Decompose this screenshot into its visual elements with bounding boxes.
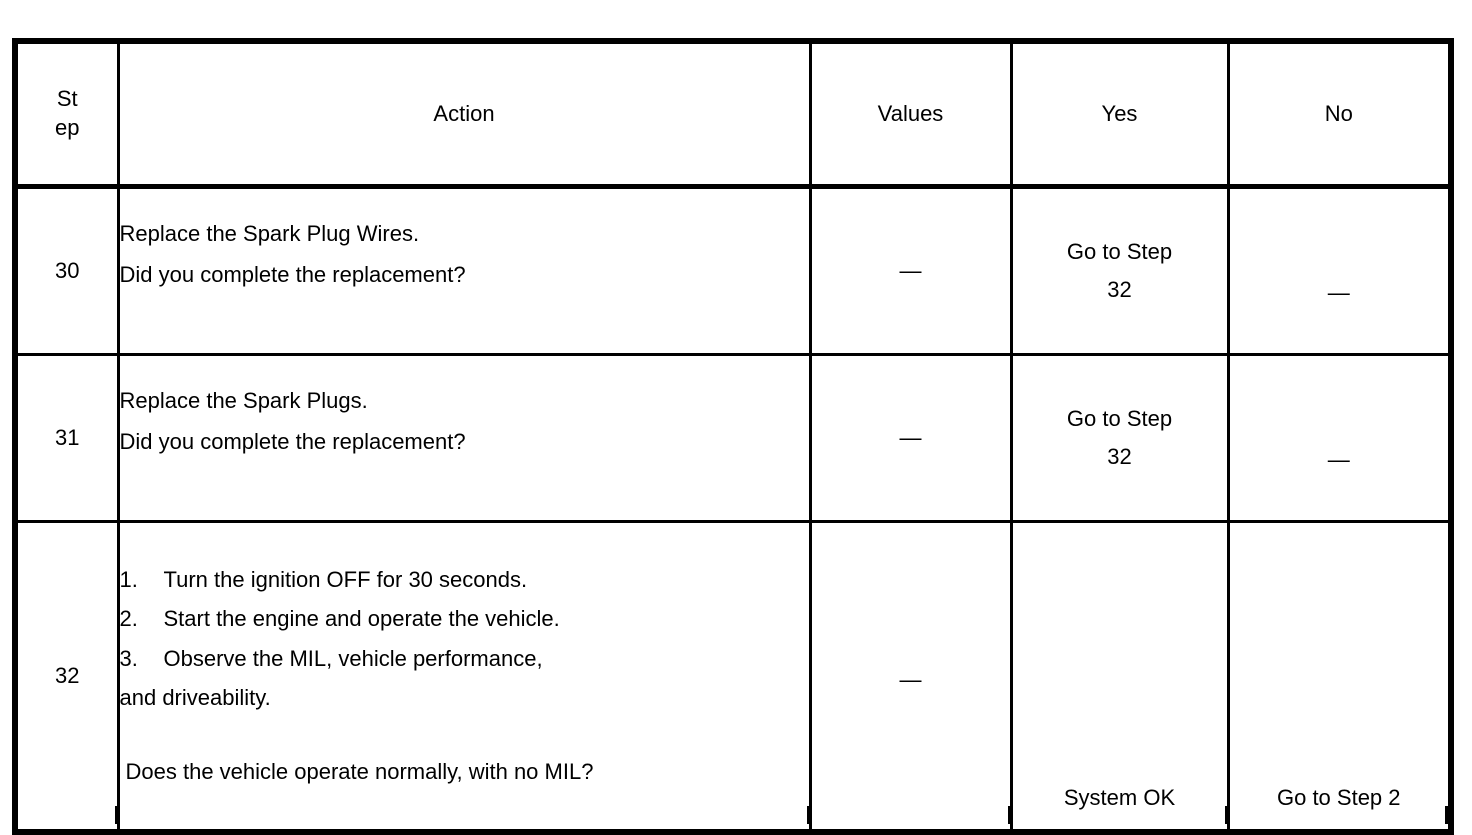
- list-item: 1. Turn the ignition OFF for 30 seconds.: [120, 566, 809, 595]
- column-header-step-line1: St: [56, 86, 78, 112]
- action-continuation-line: and driveability.: [119, 685, 271, 711]
- action-line: Replace the Spark Plug Wires.: [119, 221, 420, 247]
- step-number-cell: 31: [12, 353, 120, 523]
- column-header-action: Action: [116, 38, 812, 189]
- list-item-number: 2.: [119, 606, 138, 632]
- action-cell: 1.Turn the ignition OFF for 30 seconds. …: [116, 520, 812, 835]
- yes-cell: System OK: [1009, 520, 1230, 835]
- no-dash: —: [1327, 446, 1350, 472]
- yes-text-block: Go to Step 32: [1013, 233, 1227, 309]
- no-cell: —: [1226, 353, 1454, 523]
- numbered-instruction-list: 1.Turn the ignition OFF for 30 seconds. …: [120, 566, 809, 674]
- no-cell: Go to Step 2: [1226, 520, 1454, 835]
- column-header-step-line2: ep: [55, 115, 80, 140]
- action-text-block: 1.Turn the ignition OFF for 30 seconds. …: [120, 566, 809, 787]
- yes-cell: Go to Step 32: [1009, 353, 1230, 523]
- yes-line: Go to Step: [1066, 239, 1173, 265]
- column-header-step: St ep: [12, 38, 120, 189]
- column-header-no: No: [1226, 38, 1454, 189]
- action-line: Did you complete the replacement?: [119, 262, 466, 287]
- list-item: 2. Start the engine and operate the vehic…: [120, 605, 809, 634]
- values-dash: —: [899, 257, 922, 283]
- diagnostic-step-table-wrapper: St ep Action Values Yes No 30 Replace th…: [12, 38, 1454, 835]
- no-cell: —: [1226, 185, 1454, 356]
- yes-text-block: Go to Step 32: [1013, 400, 1227, 476]
- values-cell: —: [808, 353, 1013, 523]
- list-item-text: Turn the ignition OFF for 30 seconds.: [163, 566, 528, 592]
- table-row: 32 1. Turn the ignition OFF for 30 second…: [12, 520, 1454, 835]
- list-item-number: 1.: [119, 566, 138, 592]
- table-row: 30 Replace the Spark Plug Wires. Did you…: [12, 185, 1454, 356]
- table-continuation-stubs: [12, 806, 1448, 826]
- yes-line: Go to Step: [1066, 406, 1173, 432]
- continuation-stub: [1445, 806, 1448, 824]
- yes-line: 32: [1107, 277, 1132, 302]
- no-dash: —: [1327, 279, 1350, 305]
- continuation-stub: [115, 806, 118, 824]
- continuation-stub: [1225, 806, 1228, 824]
- list-item-text: Observe the MIL, vehicle performance,: [163, 645, 543, 671]
- action-cell: Replace the Spark Plug Wires. Did you co…: [116, 185, 812, 356]
- values-dash: —: [899, 666, 922, 692]
- list-item-text: Start the engine and operate the vehicle…: [163, 606, 560, 632]
- action-text-block: Replace the Spark Plug Wires. Did you co…: [120, 220, 809, 289]
- table-row: 31 Replace the Spark Plugs. Did you comp…: [12, 353, 1454, 523]
- action-cell: Replace the Spark Plugs. Did you complet…: [116, 353, 812, 523]
- yes-cell: Go to Step 32: [1009, 185, 1230, 356]
- continuation-stub: [1008, 806, 1011, 824]
- list-item: 3. Observe the MIL, vehicle performance,: [120, 645, 809, 674]
- action-line: Replace the Spark Plugs.: [119, 388, 368, 414]
- values-cell: —: [808, 185, 1013, 356]
- action-line: Did you complete the replacement?: [119, 429, 466, 454]
- action-text-block: Replace the Spark Plugs. Did you complet…: [120, 387, 809, 456]
- values-dash: —: [899, 424, 922, 450]
- column-header-yes: Yes: [1009, 38, 1230, 189]
- continuation-stub: [807, 806, 810, 824]
- table-header-row: St ep Action Values Yes No: [12, 38, 1454, 189]
- values-cell: —: [808, 520, 1013, 835]
- yes-line: 32: [1107, 444, 1132, 469]
- list-item-number: 3.: [119, 645, 138, 671]
- diagnostic-step-table: St ep Action Values Yes No 30 Replace th…: [12, 38, 1454, 835]
- action-spacer: [120, 724, 809, 758]
- step-number-cell: 32: [12, 520, 120, 835]
- action-question-line: Does the vehicle operate normally, with …: [125, 758, 594, 784]
- continuation-stub: [12, 806, 15, 824]
- step-number-cell: 30: [12, 185, 120, 356]
- column-header-values: Values: [808, 38, 1013, 189]
